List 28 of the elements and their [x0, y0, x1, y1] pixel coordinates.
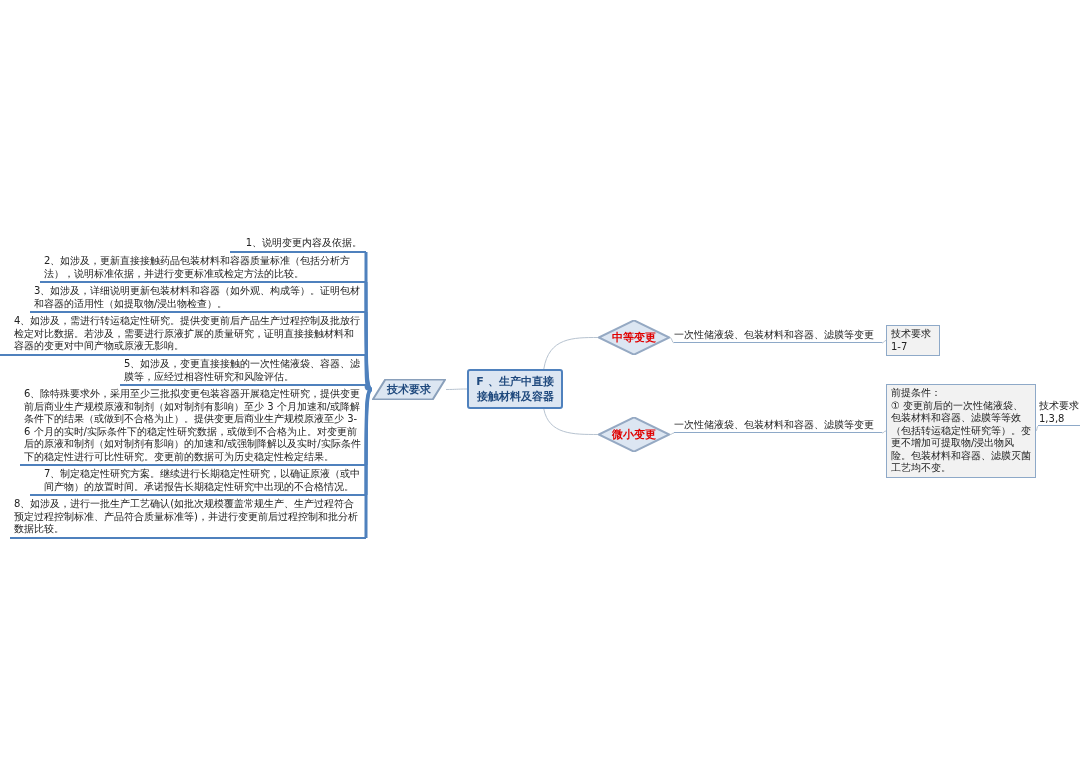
requirement-item: 8、如涉及，进行一批生产工艺确认(如批次规模覆盖常规生产、生产过程符合预定过程控制标准、产品符合质量标准等)，并进行变更前后过程控制和批分析数据比较。 [10, 498, 366, 539]
connector [364, 312, 373, 391]
connector [881, 340, 887, 344]
requirement-item: 3、如涉及，详细说明更新包装材料和容器（如外观、构成等）。证明包材和容器的适用性（如提取物/浸出物检查）。 [30, 285, 366, 313]
change-label: 一次性储液袋、包装材料和容器、滤膜等变更 [674, 329, 882, 343]
connector [543, 337, 599, 370]
note-box: 技术要求 1-7 [886, 325, 940, 356]
connector [1035, 425, 1039, 432]
connector [364, 388, 373, 538]
change-label: 一次性储液袋、包装材料和容器、滤膜等变更 [674, 419, 882, 433]
note-box: 前提条件： ① 变更前后的一次性储液袋、包装材料和容器、滤膜等等效（包括转运稳定性研究等）。变更不增加可提取物/浸出物风险。包装材料和容器、滤膜灭菌工艺均不变。 [886, 384, 1036, 478]
connector [445, 388, 468, 390]
connector [669, 337, 675, 344]
requirement-item: 2、如涉及，更新直接接触药品包装材料和容器质量标准（包括分析方法），说明标准依据，并进行变更标准或检定方法的比较。 [40, 255, 366, 283]
connector [543, 408, 599, 435]
topic-box: F 、生产中直接接触材料及容器 [467, 369, 563, 409]
connector [364, 355, 373, 391]
subtopic-label: 技术要求 [372, 379, 446, 400]
decision-diamond: 微小变更 [598, 417, 670, 452]
requirement-item: 5、如涉及，变更直接接触的一次性储液袋、容器、滤膜等，应经过相容性研究和风险评估。 [120, 358, 366, 386]
connector [881, 430, 887, 434]
decision-diamond: 中等变更 [598, 320, 670, 355]
requirement-item: 1、说明变更内容及依据。 [230, 237, 366, 253]
requirement-item: 4、如涉及，需进行转运稳定性研究。提供变更前后产品生产过程控制及批放行检定对比数据。若涉及，需要进行原液扩展的质量研究，证明直接接触材料和容器的变更对中间产物或原液无影响。 [0, 315, 366, 356]
connector [669, 432, 675, 435]
requirement-item: 6、除特殊要求外，采用至少三批拟变更包装容器开展稳定性研究，提供变更前后商业生产规模原液和制剂（如对制剂有影响）至少 3 个月加速和/或降解条件下的结果（或做到不合格为止）。提供变更后商业生产规模原液至少 3-6 个月的实时/实际条件下的稳定性研究数据，或做到不合格为止。对变更前后的原液和制剂（如对制剂有影响）的加速和/或强制降解以及实时/实际条件下的稳定性进行可比性研究。变更前的数据可为历史稳定性检定结果。 [20, 388, 366, 466]
requirement-item: 7、制定稳定性研究方案。继续进行长期稳定性研究，以确证原液（或中间产物）的放置时间。承诺报告长期稳定性研究中出现的不合格情况。 [30, 468, 366, 496]
requirement-label: 技术要求 1,3,8 [1038, 400, 1080, 426]
